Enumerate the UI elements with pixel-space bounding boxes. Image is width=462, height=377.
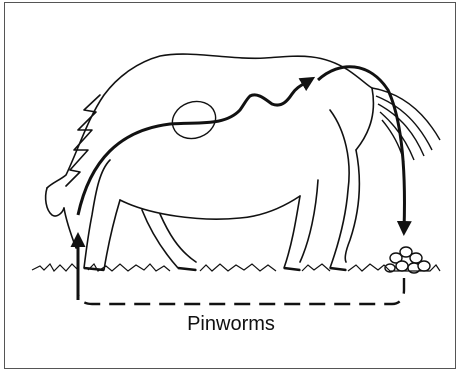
diagram-caption: Pinworms: [0, 313, 462, 336]
egg-cluster: [385, 247, 430, 273]
lifecycle-arrow-tail: [318, 67, 404, 230]
horse-drawing: [46, 54, 374, 270]
dashed-return-path: [78, 278, 404, 304]
stomach-ellipse: [167, 96, 221, 145]
lifecycle-arrow-path: [78, 80, 310, 215]
horse-tail: [372, 88, 440, 162]
grass-line: [32, 264, 440, 271]
